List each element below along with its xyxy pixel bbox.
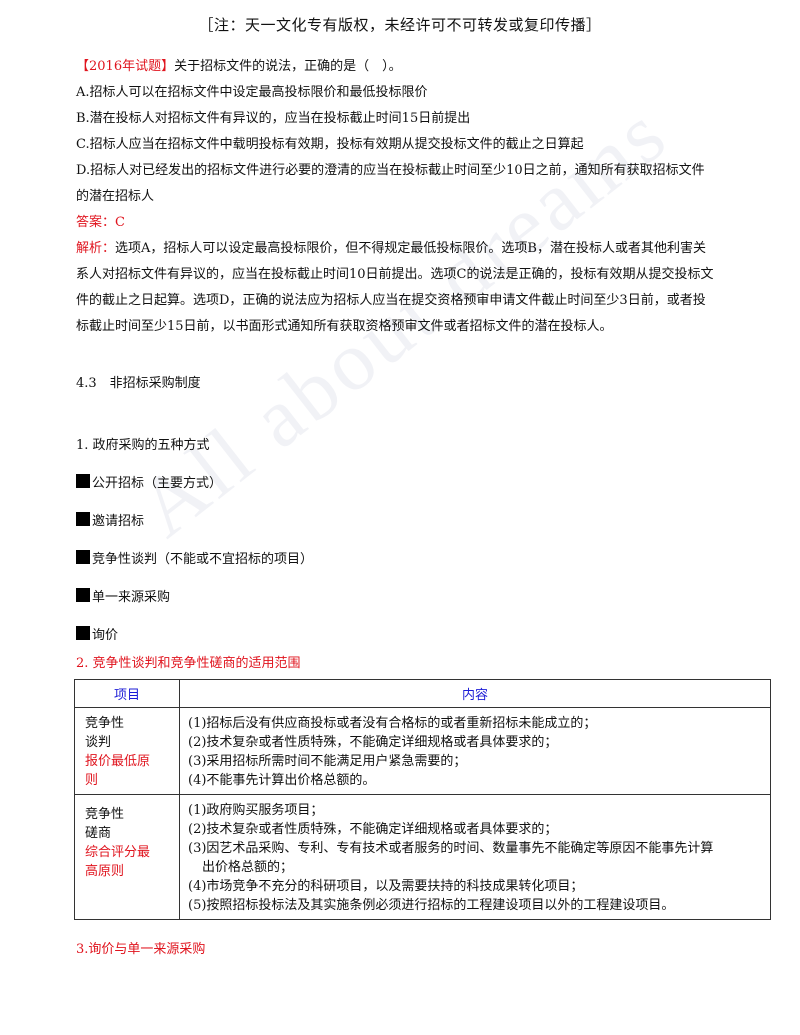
row-item: 出价格总额的； [202,860,294,875]
square-bullet-icon [76,474,90,488]
row-content: (1)招标后没有供应商投标或者没有合格标的或者重新招标未能成立的； (2)技术复… [179,707,771,795]
analysis-line: 系人对招标文件有异议的，应当在投标截止时间10日前提出。选项C的说法是正确的，投… [76,267,714,282]
analysis-line: 件的截止之日起算。选项D，正确的说法应为招标人应当在提交资格预审申请文件截止时间… [76,293,706,308]
scope-table: 项目 内容 竞争性 谈判 报价最低原 则 (1)招标后没有供应商投标或者没有合格… [74,679,771,920]
option-a: A.招标人可以在招标文件中设定最高投标限价和最低投标限价 [76,85,428,100]
analysis-line: 标截止时间至少15日前，以书面形式通知所有获取资格预审文件或者招标文件的潜在投标… [76,319,613,334]
procurement-method-1: 公开招标（主要方式） [76,472,726,491]
subtitle-inquiry: 3.询价与单一来源采购 [76,942,206,957]
option-d: D.招标人对已经发出的招标文件进行必要的澄清的应当在投标截止时间至少10日之前，… [76,163,705,178]
question-text: 关于招标文件的说法，正确的是（ ）。 [174,59,402,74]
row-name-line: 竞争性 [85,716,125,731]
row-rule-line: 高原则 [85,864,125,879]
procurement-method-3: 竞争性谈判（不能或不宜招标的项目） [76,548,726,567]
row-rule-line: 则 [85,773,99,788]
analysis-line: 选项A，招标人可以设定最高投标限价，但不得规定最低投标限价。选项B，潜在投标人或… [115,241,706,256]
row-name-line: 谈判 [85,735,112,750]
row-label: 竞争性 磋商 综合评分最 高原则 [74,794,180,920]
column-header-item: 项目 [74,679,180,708]
method-label: 询价 [92,628,119,643]
copyright-header: ［注：天一文化专有版权，未经许可不可转发或复印传播］ [198,16,602,34]
section-title: 4.3 非招标采购制度 [76,376,201,391]
row-name-line: 磋商 [85,826,112,841]
option-b: B.潜在投标人对招标文件有异议的，应当在投标截止时间15日前提出 [76,111,471,126]
row-item: (4)不能事先计算出价格总额的。 [188,773,376,788]
row-item: (1)招标后没有供应商投标或者没有合格标的或者重新招标未能成立的； [188,716,597,731]
row-item: (2)技术复杂或者性质特殊，不能确定详细规格或者具体要求的； [188,822,558,837]
row-item: (5)按照招标投标法及其实施条例必须进行招标的工程建设项目以外的工程建设项目。 [188,898,675,913]
row-item: (4)市场竞争不充分的科研项目，以及需要扶持的科技成果转化项目； [188,879,584,894]
row-content: (1)政府购买服务项目； (2)技术复杂或者性质特殊，不能确定详细规格或者具体要… [179,794,771,920]
procurement-method-4: 单一来源采购 [76,586,726,605]
procurement-method-5: 询价 [76,624,726,643]
table-row: 竞争性 磋商 综合评分最 高原则 (1)政府购买服务项目； (2)技术复杂或者性… [74,794,771,920]
analysis: 解析：选项A，招标人可以设定最高投标限价，但不得规定最低投标限价。选项B，潜在投… [76,236,726,340]
option-c: C.招标人应当在招标文件中载明投标有效期，投标有效期从提交投标文件的截止之日算起 [76,137,584,152]
row-item: (2)技术复杂或者性质特殊，不能确定详细规格或者具体要求的； [188,735,558,750]
method-label: 公开招标（主要方式） [92,476,223,491]
analysis-label: 解析： [76,241,116,256]
column-header-content: 内容 [179,679,771,708]
table-header-row: 项目 内容 [74,679,771,708]
procurement-method-2: 邀请招标 [76,510,726,529]
method-label: 邀请招标 [92,514,145,529]
row-item: (1)政府购买服务项目； [188,803,324,818]
method-label: 单一来源采购 [92,590,171,605]
row-item: (3)因艺术品采购、专利、专有技术或者服务的时间、数量事先不能确定等原因不能事先… [188,841,714,856]
row-rule-line: 综合评分最 [85,845,151,860]
question-block: 【2016年试题】关于招标文件的说法，正确的是（ ）。 A.招标人可以在招标文件… [76,54,726,340]
row-name-line: 竞争性 [85,807,125,822]
table-row: 竞争性 谈判 报价最低原 则 (1)招标后没有供应商投标或者没有合格标的或者重新… [74,707,771,795]
square-bullet-icon [76,512,90,526]
row-label: 竞争性 谈判 报价最低原 则 [74,707,180,795]
answer: 答案：C [76,215,125,230]
row-rule-line: 报价最低原 [85,754,151,769]
row-item: (3)采用招标所需时间不能满足用户紧急需要的； [188,754,467,769]
option-d-continued: 的潜在招标人 [76,189,155,204]
square-bullet-icon [76,588,90,602]
question-stem: 【2016年试题】关于招标文件的说法，正确的是（ ）。 [76,54,726,80]
square-bullet-icon [76,626,90,640]
question-tag: 【2016年试题】 [76,59,175,74]
square-bullet-icon [76,550,90,564]
subtitle-government-procurement: 1. 政府采购的五种方式 [76,438,210,453]
method-label: 竞争性谈判（不能或不宜招标的项目） [92,552,314,567]
subtitle-scope: 2. 竞争性谈判和竞争性磋商的适用范围 [76,656,301,671]
